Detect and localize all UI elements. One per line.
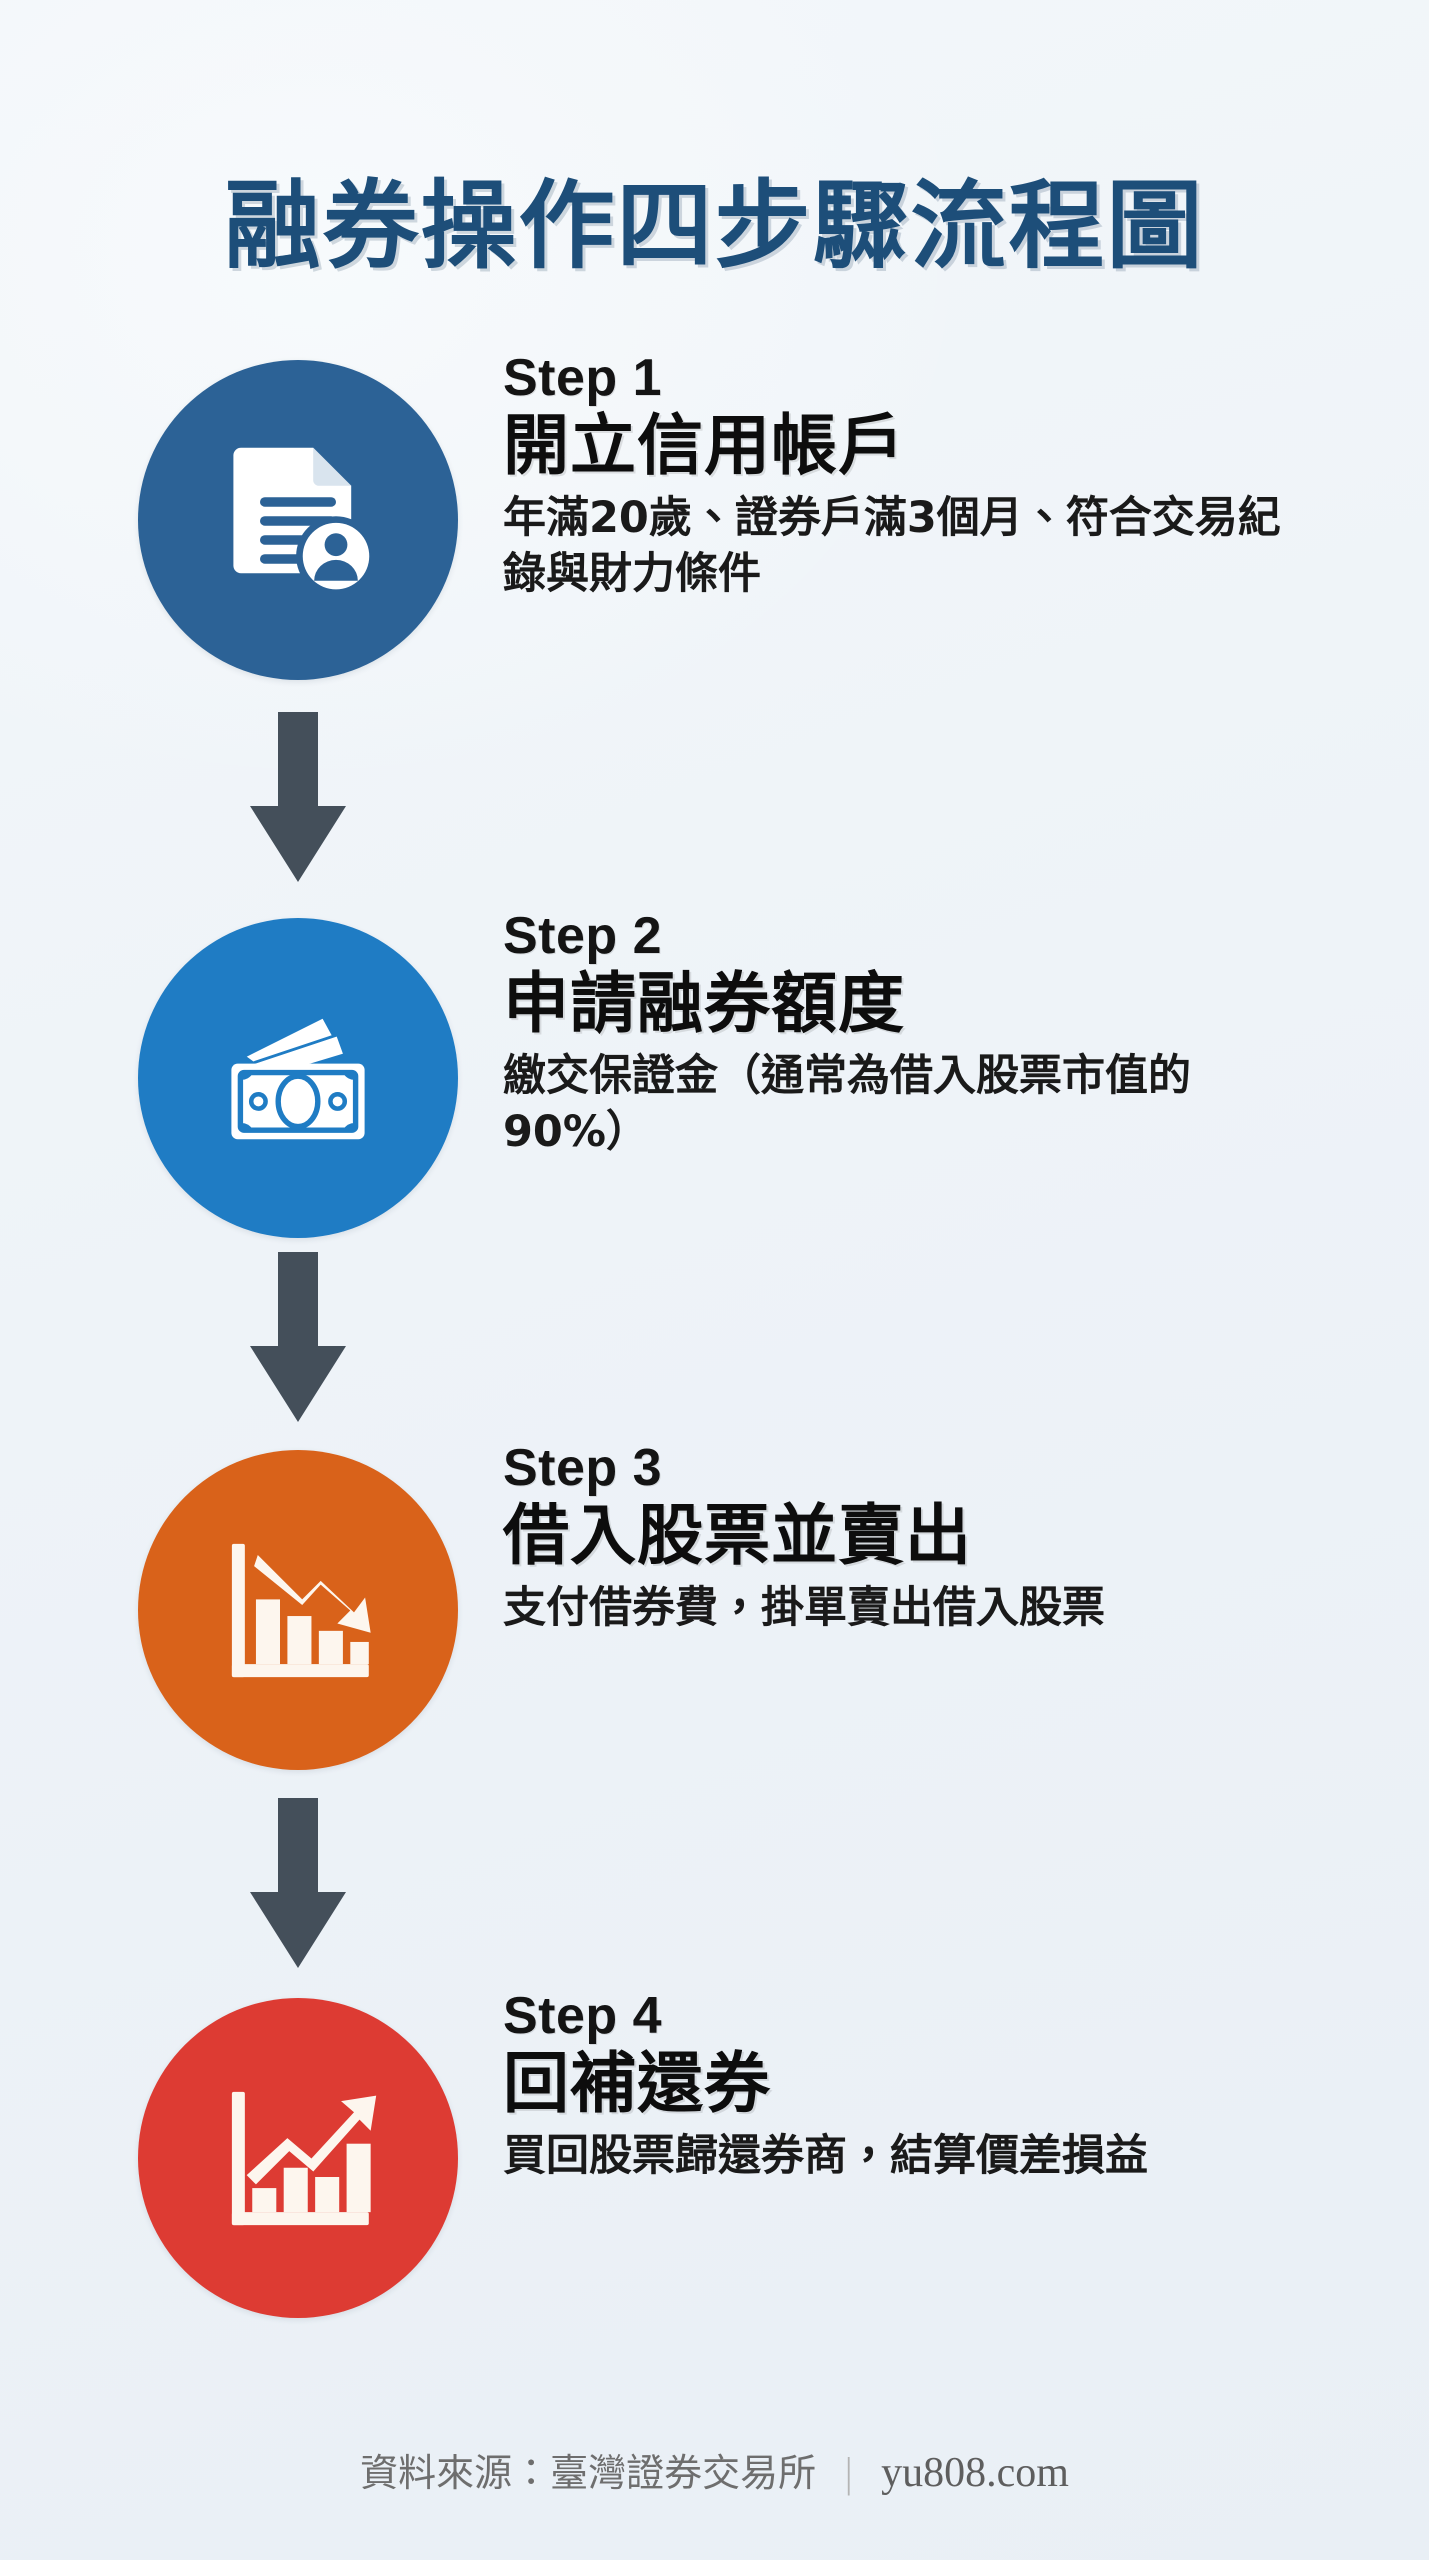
flow-arrow-down-icon-1 [237,712,359,882]
step-text-1: Step 1 開立信用帳戶 年滿20歲、證券戶滿3個月、符合交易紀錄與財力條件 [503,352,1333,603]
step-text-4: Step 4 回補還券 買回股票歸還券商，結算價差損益 [503,1990,1333,2185]
chart-up-arrow-icon [206,2066,391,2251]
chart-down-arrow-icon [206,1518,391,1703]
flow-arrow-down-icon-3 [237,1798,359,1968]
step-heading-1: 開立信用帳戶 [503,407,905,484]
flow-arrow-down-icon-2 [237,1252,359,1422]
step-heading-2: 申請融券額度 [503,965,905,1042]
step-label-3: Step 3 [503,1439,663,1497]
step-description-2: 繳交保證金（通常為借入股票市值的90%） [503,1051,1191,1158]
footer-site-url: yu808.com [881,2450,1069,2496]
step-row-4: Step 4 回補還券 買回股票歸還券商，結算價差損益 [0,1990,1429,2318]
step-row-1: Step 1 開立信用帳戶 年滿20歲、證券戶滿3個月、符合交易紀錄與財力條件 [0,352,1429,680]
step-text-3: Step 3 借入股票並賣出 支付借券費，掛單賣出借入股票 [503,1442,1333,1637]
step-icon-badge-1 [138,360,458,680]
step-description-4: 買回股票歸還券商，結算價差損益 [503,2131,1148,2182]
document-person-icon [203,425,393,615]
footer-source-text: 資料來源：臺灣證券交易所 [360,2451,817,2495]
step-label-1: Step 1 [503,349,663,407]
step-label-4: Step 4 [503,1987,663,2045]
step-description-3: 支付借券費，掛單賣出借入股票 [503,1583,1105,1634]
step-icon-badge-2 [138,918,458,1238]
step-icon-badge-3 [138,1450,458,1770]
step-row-2: Step 2 申請融券額度 繳交保證金（通常為借入股票市值的90%） [0,910,1429,1238]
step-heading-3: 借入股票並賣出 [503,1497,972,1574]
step-row-3: Step 3 借入股票並賣出 支付借券費，掛單賣出借入股票 [0,1442,1429,1770]
footer-separator: | [842,2451,855,2495]
step-text-2: Step 2 申請融券額度 繳交保證金（通常為借入股票市值的90%） [503,910,1333,1161]
footer-source: 資料來源：臺灣證券交易所 | yu808.com [0,2448,1429,2498]
step-heading-4: 回補還券 [503,2045,771,2122]
step-label-2: Step 2 [503,907,663,965]
step-description-1: 年滿20歲、證券戶滿3個月、符合交易紀錄與財力條件 [503,493,1281,600]
page-title: 融券操作四步驟流程圖 [224,170,1205,283]
title-container: 融券操作四步驟流程圖 [0,112,1429,341]
banknote-cash-icon [208,988,388,1168]
step-icon-badge-4 [138,1998,458,2318]
